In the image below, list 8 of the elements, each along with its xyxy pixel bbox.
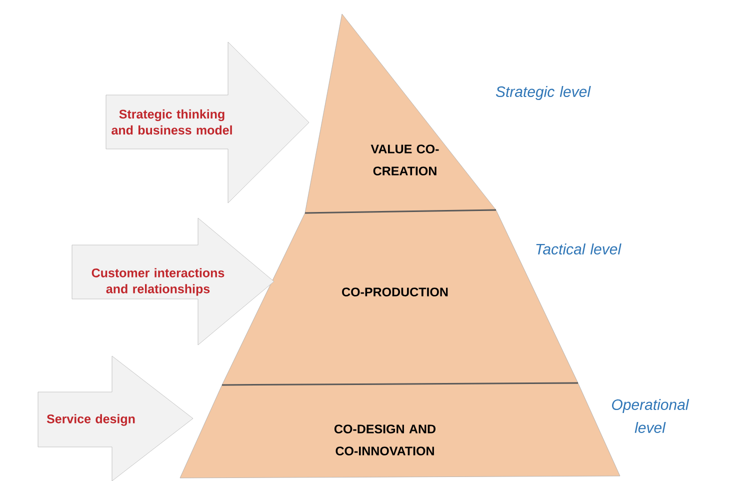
pyramid-layer: VALUE CO-CREATION — [304, 14, 496, 214]
block-arrow — [106, 42, 310, 204]
block-arrow — [72, 218, 274, 346]
arrow-label: Strategic thinking and business model — [112, 109, 232, 135]
block-arrow — [38, 356, 194, 481]
arrow-label: Customer interactions and relationships — [92, 268, 224, 296]
arrow-label: Service design — [46, 414, 135, 426]
level-label: Strategic level — [496, 86, 591, 100]
